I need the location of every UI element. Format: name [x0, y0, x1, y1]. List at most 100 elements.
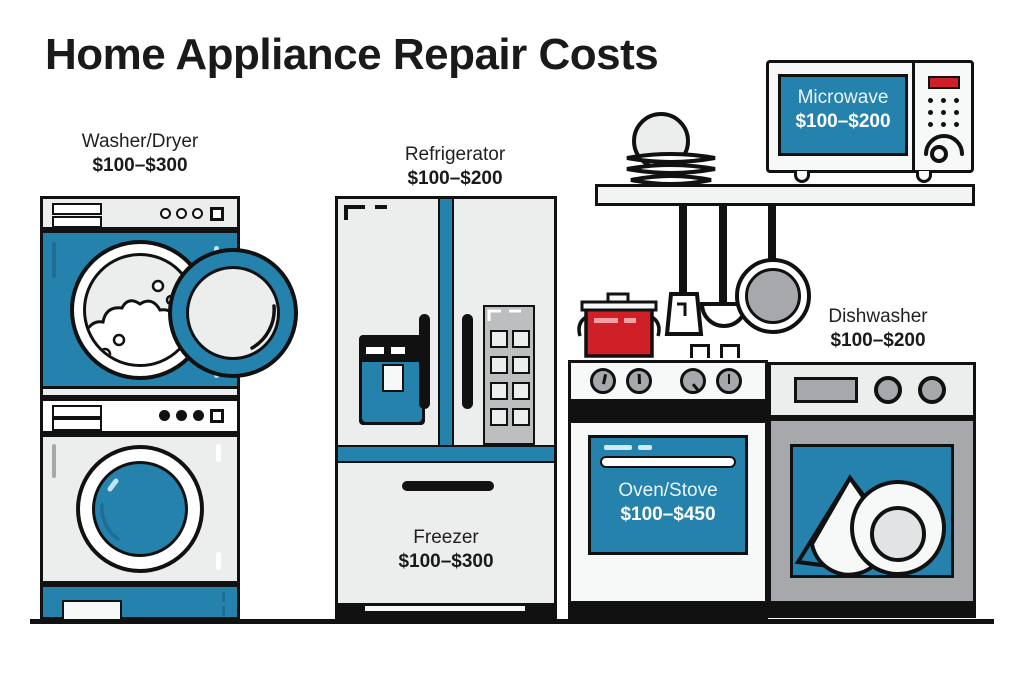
- appliance-price-freezer: $100–$300: [398, 550, 494, 572]
- spatula-icon: [664, 292, 704, 336]
- microwave-foot-left: [794, 171, 810, 183]
- microwave-panel-divider: [912, 63, 915, 170]
- fridge-keypad-btn-4[interactable]: [512, 356, 530, 374]
- fridge-keypad-btn-6[interactable]: [512, 382, 530, 400]
- microwave-key-5[interactable]: [941, 110, 946, 115]
- dryer-door-window: [92, 461, 188, 557]
- stove-knob-4[interactable]: [716, 368, 742, 394]
- microwave-key-2[interactable]: [941, 98, 946, 103]
- appliance-name-microwave: Microwave: [797, 87, 889, 108]
- microwave-key-7[interactable]: [928, 122, 933, 127]
- label-dishwasher: Dishwasher $100–$200: [778, 305, 978, 353]
- fridge-handle-left[interactable]: [419, 314, 430, 409]
- microwave-key-3[interactable]: [954, 98, 959, 103]
- dryer-gloss-1: [216, 444, 221, 462]
- microwave-key-9[interactable]: [954, 122, 959, 127]
- washer-panel-bar-1: [52, 203, 102, 215]
- appliance-name-oven-stove: Oven/Stove: [618, 480, 718, 501]
- floor-line: [30, 619, 994, 624]
- page-title: Home Appliance Repair Costs: [45, 30, 659, 79]
- dishwasher-plinth: [768, 604, 976, 618]
- appliance-name-freezer: Freezer: [413, 527, 479, 548]
- washer-base-strip: [40, 386, 240, 398]
- oven-door-highlight-2: [638, 445, 652, 450]
- washer-indicator-dot-1: [160, 208, 171, 219]
- stove-knob-2[interactable]: [626, 368, 652, 394]
- label-microwave: Microwave $100–$200: [778, 86, 908, 134]
- fridge-keypad-btn-2[interactable]: [512, 330, 530, 348]
- stove-trim-strip: [568, 402, 768, 420]
- appliance-name-dishwasher: Dishwasher: [828, 306, 928, 327]
- fridge-keypad-corner-icon: [487, 309, 521, 321]
- microwave-key-1[interactable]: [928, 98, 933, 103]
- fridge-divider-band: [338, 445, 554, 463]
- suds-icon: [86, 279, 194, 364]
- oven-door-highlight-1: [604, 445, 632, 450]
- kitchen-shelf: [595, 112, 975, 336]
- microwave-dial-icon[interactable]: [922, 130, 968, 164]
- dispenser-button-2[interactable]: [391, 347, 405, 354]
- dryer-gloss-2: [216, 552, 221, 570]
- appliance-price-washer-dryer: $100–$300: [92, 154, 188, 176]
- stove-grate-2: [720, 344, 740, 358]
- fridge-door-divider: [438, 199, 454, 448]
- dryer-indicator-dot-3: [193, 410, 204, 421]
- dishwasher-knob-1[interactable]: [874, 376, 902, 404]
- label-refrigerator: Refrigerator $100–$200: [355, 143, 555, 191]
- fridge-keypad-btn-1[interactable]: [490, 330, 508, 348]
- label-oven-stove: Oven/Stove $100–$450: [588, 479, 748, 527]
- dryer-indicator-dot-1: [159, 410, 170, 421]
- fridge-keypad-btn-3[interactable]: [490, 356, 508, 374]
- dryer-base-mark-1: [222, 592, 225, 602]
- spatula-handle: [679, 206, 687, 294]
- washer-indicator-dot-3: [192, 208, 203, 219]
- washer-door-gloss-icon: [250, 304, 276, 350]
- ladle-handle: [719, 206, 727, 304]
- fridge-keypad-btn-7[interactable]: [490, 408, 508, 426]
- fridge-keypad-btn-5[interactable]: [490, 382, 508, 400]
- appliance-oven-stove: Oven/Stove $100–$450: [568, 292, 768, 620]
- stove-plinth: [568, 604, 768, 620]
- appliance-name-refrigerator: Refrigerator: [404, 144, 506, 165]
- microwave-display: [928, 76, 960, 89]
- appliance-name-washer-dryer: Washer/Dryer: [81, 131, 199, 152]
- frying-pan-surface: [745, 268, 801, 324]
- stove-knob-3[interactable]: [680, 368, 706, 394]
- fridge-keypad-btn-8[interactable]: [512, 408, 530, 426]
- shelf-board: [595, 184, 975, 206]
- dryer-panel-bar-1: [52, 405, 102, 418]
- washer-panel-bar-2: [52, 216, 102, 228]
- appliance-washer-dryer: [40, 196, 298, 622]
- oven-door-handle[interactable]: [600, 456, 736, 468]
- dispenser-button-1[interactable]: [366, 347, 384, 354]
- red-pot-icon: [577, 292, 661, 358]
- appliance-price-refrigerator: $100–$200: [407, 167, 503, 189]
- dryer-base-mark-2: [222, 606, 225, 616]
- dryer-panel-bar-2: [52, 418, 102, 431]
- oven-door[interactable]: [588, 435, 748, 555]
- appliance-price-dishwasher: $100–$200: [830, 329, 926, 351]
- washer-door-glass: [186, 266, 280, 360]
- appliance-microwave: Microwave $100–$200: [766, 60, 974, 185]
- fridge-corner-mark-icon: [344, 205, 387, 220]
- appliance-price-oven-stove: $100–$450: [620, 503, 716, 525]
- appliance-refrigerator: Freezer $100–$300: [335, 196, 557, 620]
- label-washer-dryer: Washer/Dryer $100–$300: [40, 130, 240, 178]
- freezer-handle[interactable]: [402, 481, 494, 491]
- microwave-key-4[interactable]: [928, 110, 933, 115]
- fridge-handle-right[interactable]: [462, 314, 473, 409]
- microwave-key-8[interactable]: [941, 122, 946, 127]
- microwave-foot-right: [916, 171, 932, 183]
- dishwasher-knob-2[interactable]: [918, 376, 946, 404]
- appliance-price-microwave: $100–$200: [795, 110, 891, 132]
- dryer-indicator-dot-2: [176, 410, 187, 421]
- dryer-body-highlight: [52, 444, 56, 478]
- stove-knob-1[interactable]: [590, 368, 616, 394]
- dryer-door-gloss-icon: [100, 478, 120, 541]
- dishes-icon: [794, 474, 946, 577]
- label-freezer: Freezer $100–$300: [338, 526, 554, 574]
- washer-indicator-square: [210, 207, 224, 221]
- frying-pan-handle: [768, 206, 776, 264]
- microwave-key-6[interactable]: [954, 110, 959, 115]
